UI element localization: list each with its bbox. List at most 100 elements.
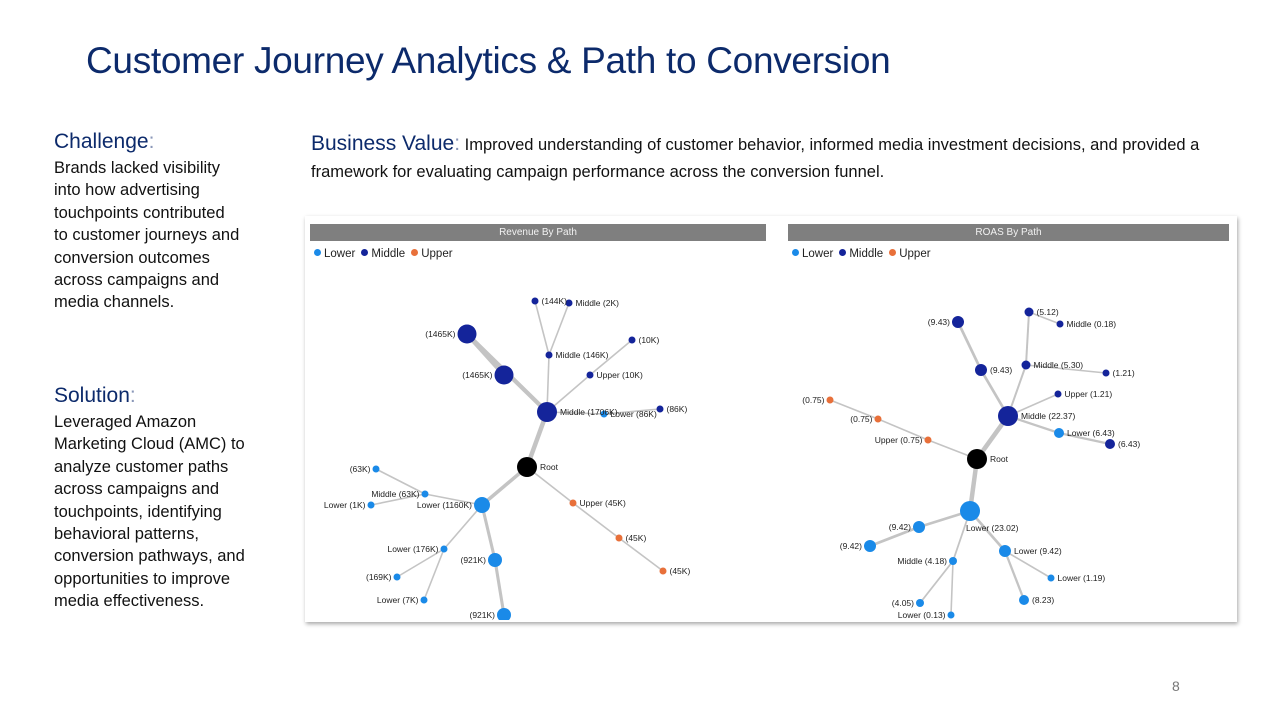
node-middle-m7[interactable]: [1102, 369, 1110, 377]
edge-l7-l8: [1004, 550, 1052, 579]
node-label: Lower (1K): [324, 500, 366, 510]
node-label: (169K): [366, 572, 392, 582]
text-line: to customer journeys and: [54, 226, 240, 245]
legend-item-lower[interactable]: Lower: [314, 248, 355, 260]
node-middle-m1[interactable]: [998, 406, 1018, 426]
node-lower-l6[interactable]: [393, 573, 401, 581]
node-lower-l9[interactable]: [1019, 595, 1029, 605]
node-lower-l1[interactable]: [960, 501, 980, 521]
node-lower-l7[interactable]: [420, 596, 428, 604]
node-label: (921K): [469, 610, 495, 620]
node-label: (9.43): [990, 365, 1012, 375]
node-lower-l4[interactable]: [367, 501, 375, 509]
node-middle-m4[interactable]: [1021, 360, 1031, 370]
node-lower-l5[interactable]: [916, 599, 924, 607]
edge-l1-l2: [424, 493, 483, 506]
edge-u2-u3: [829, 399, 879, 420]
edge-m7-m8: [589, 339, 633, 376]
node-label: (0.75): [850, 414, 872, 424]
chart-title: ROAS By Path: [788, 224, 1229, 241]
solution-heading-text: Solution: [54, 384, 130, 407]
legend-item-middle[interactable]: Middle: [361, 248, 405, 260]
node-middle-m8[interactable]: [628, 336, 636, 344]
edge-l4-l5: [919, 560, 954, 604]
business-value-section: Business Value: Improved understanding o…: [311, 130, 1211, 186]
node-middle-m6[interactable]: [565, 299, 573, 307]
node-label: Root: [540, 462, 559, 472]
edges: [370, 300, 664, 616]
edge-l1-l8: [480, 504, 497, 561]
node-lower-l0[interactable]: [1054, 428, 1064, 438]
node-middle-m9[interactable]: [1105, 439, 1115, 449]
node-middle-m7[interactable]: [586, 371, 594, 379]
node-upper-u1[interactable]: [924, 436, 932, 444]
edge-l2-l3: [375, 468, 426, 495]
node-lower-l8[interactable]: [1047, 574, 1055, 582]
node-lower-l6[interactable]: [947, 611, 955, 619]
legend-dot: [889, 249, 897, 256]
node-lower-l1[interactable]: [474, 497, 490, 513]
legend-item-upper[interactable]: Upper: [411, 248, 453, 260]
text-line: into how advertising: [54, 181, 200, 200]
node-middle-m6[interactable]: [1056, 320, 1064, 328]
legend-item-upper[interactable]: Upper: [889, 248, 931, 260]
node-middle-m3[interactable]: [494, 365, 514, 385]
legend-item-lower[interactable]: Lower: [792, 248, 833, 260]
node-lower-l9[interactable]: [497, 608, 511, 620]
node-upper-u2[interactable]: [615, 534, 623, 542]
edge-l5-l7: [423, 548, 445, 601]
node-lower-l5[interactable]: [440, 545, 448, 553]
node-upper-u3[interactable]: [826, 396, 834, 404]
node-upper-u1[interactable]: [569, 499, 577, 507]
node-lower-l4[interactable]: [949, 557, 957, 565]
node-root-root[interactable]: [967, 449, 987, 469]
business-value-heading: Business Value:: [311, 132, 460, 155]
node-middle-m4[interactable]: [545, 351, 553, 359]
node-upper-u3[interactable]: [659, 567, 667, 575]
edge-m5-m6: [1028, 311, 1061, 325]
node-upper-u2[interactable]: [874, 415, 882, 423]
node-lower-l0[interactable]: [600, 410, 608, 418]
node-lower-l2[interactable]: [421, 490, 429, 498]
node-label: Middle (4.18): [897, 556, 947, 566]
solution-heading-colon: :: [129, 384, 136, 407]
node-middle-m5[interactable]: [531, 297, 539, 305]
node-lower-l3[interactable]: [372, 465, 380, 473]
legend-dot: [839, 249, 847, 256]
node-root-root[interactable]: [517, 457, 537, 477]
edge-u1-u2: [572, 502, 620, 539]
text-line: Marketing Cloud (AMC) to: [54, 435, 245, 454]
node-label: Middle (22.37): [1021, 411, 1076, 421]
node-middle-m5[interactable]: [1024, 307, 1034, 317]
node-label: (8.23): [1032, 595, 1054, 605]
node-label: (1465K): [462, 370, 492, 380]
node-middle-m2[interactable]: [457, 324, 477, 344]
legend-label: Upper: [421, 248, 453, 260]
node-lower-l3[interactable]: [864, 540, 876, 552]
node-middle-m3[interactable]: [975, 364, 987, 376]
node-label: Lower (7K): [377, 595, 419, 605]
node-label: Upper (45K): [580, 498, 626, 508]
node-lower-l7[interactable]: [999, 545, 1011, 557]
node-lower-l2[interactable]: [913, 521, 925, 533]
node-label: Lower (0.13): [898, 610, 946, 620]
legend-item-middle[interactable]: Middle: [839, 248, 883, 260]
node-lower-l8[interactable]: [488, 553, 502, 567]
edge-l2-l3: [869, 525, 920, 548]
node-middle-m9[interactable]: [656, 405, 664, 413]
node-middle-m8[interactable]: [1054, 390, 1062, 398]
edge-u2-u3: [618, 537, 664, 572]
node-middle-m2[interactable]: [952, 316, 964, 328]
node-label: Lower (176K): [387, 544, 438, 554]
challenge-heading-text: Challenge: [54, 130, 149, 153]
node-label: Middle (5.30): [1034, 360, 1084, 370]
text-line: touchpoints, identifying: [54, 502, 222, 521]
node-middle-m1[interactable]: [537, 402, 557, 422]
nodes: [367, 297, 667, 620]
